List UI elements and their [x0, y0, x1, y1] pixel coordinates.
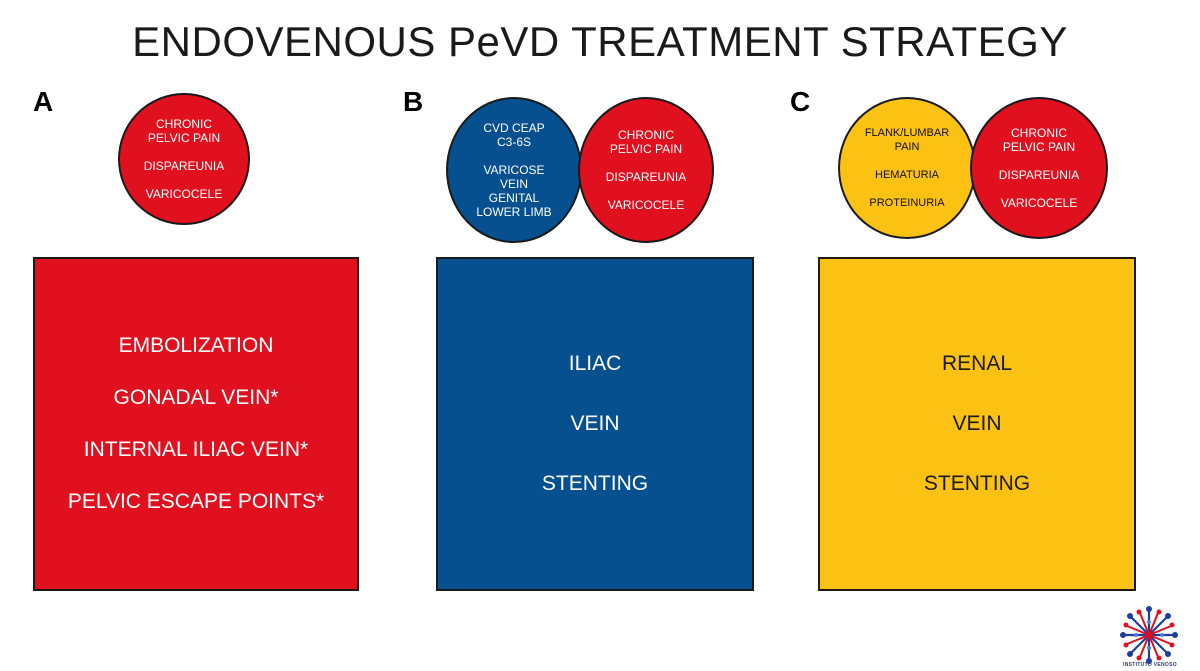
page-title: ENDOVENOUS PeVD TREATMENT STRATEGY [132, 18, 1068, 65]
panel-c-left-line-3: HEMATURIA [875, 169, 939, 181]
panel-c-left-line-1: FLANK/LUMBAR [864, 127, 950, 139]
panel-c-treatment-box: RENAL VEIN STENTING [818, 257, 1136, 591]
panel-a-treatment-box: EMBOLIZATION GONADAL VEIN* INTERNAL ILIA… [33, 257, 359, 591]
panel-a-box-item-2: GONADAL VEIN* [113, 386, 279, 409]
panel-c-renal-circle: FLANK/LUMBAR PAIN HEMATURIA PROTEINURIA [838, 97, 976, 239]
panel-a-circle-line-2: PELVIC PAIN [147, 131, 221, 145]
panel-b-left-line-1: CVD CEAP [483, 121, 545, 135]
panel-b-right-line-4: VARICOCELE [607, 198, 685, 212]
panel-c-right-line-3: DISPAREUNIA [998, 168, 1080, 182]
panel-b-cvd-circle: CVD CEAP C3-6S VARICOSE VEIN GENITAL LOW… [446, 97, 582, 243]
panel-c-box-item-2: VEIN [952, 412, 1002, 435]
panel-b-box-item-3: STENTING [541, 472, 649, 495]
panel-c-right-line-4: VARICOCELE [1000, 196, 1078, 210]
panel-c-left-line-4: PROTEINURIA [869, 197, 945, 209]
panel-b-left-line-4: VEIN [499, 177, 528, 191]
panel-c-left-line-2: PAIN [894, 141, 920, 153]
panel-c-box-item-3: STENTING [923, 472, 1031, 495]
panel-b-left-line-6: LOWER LIMB [476, 205, 552, 219]
panel-a-box-item-1: EMBOLIZATION [118, 334, 274, 357]
panel-c-right-line-2: PELVIC PAIN [1002, 140, 1076, 154]
panel-a-symptoms-circle: CHRONIC PELVIC PAIN DISPAREUNIA VARICOCE… [118, 93, 250, 225]
panel-c-pelvic-circle: CHRONIC PELVIC PAIN DISPAREUNIA VARICOCE… [970, 97, 1108, 239]
panel-b-left-line-3: VARICOSE [483, 163, 545, 177]
panel-b-treatment-box: ILIAC VEIN STENTING [436, 257, 754, 591]
panel-b-right-line-2: PELVIC PAIN [609, 142, 683, 156]
panel-b-right-line-3: DISPAREUNIA [605, 170, 687, 184]
panel-a-circle-line-4: VARICOCELE [145, 187, 223, 201]
panel-a-circle-line-3: DISPAREUNIA [143, 159, 225, 173]
panel-b-box-item-1: ILIAC [568, 352, 622, 375]
panel-a-box-item-3: INTERNAL ILIAC VEIN* [83, 438, 309, 461]
network-dots-logo-icon [1120, 606, 1178, 664]
logo-text: INSTITUTO VENOSO [1123, 662, 1177, 668]
panel-c-box-item-1: RENAL [941, 352, 1013, 375]
panel-c-letter: C [790, 86, 811, 117]
panel-b-left-line-5: GENITAL [488, 191, 540, 205]
panel-b-right-line-1: CHRONIC [618, 128, 674, 142]
panel-a-box-item-4: PELVIC ESCAPE POINTS* [67, 490, 325, 513]
panel-b-left-line-2: C3-6S [496, 135, 531, 149]
panel-b-letter: B [403, 86, 424, 117]
panel-a-circle-line-1: CHRONIC [156, 117, 212, 131]
panel-a-letter: A [33, 86, 54, 117]
panel-b-pelvic-circle: CHRONIC PELVIC PAIN DISPAREUNIA VARICOCE… [578, 97, 714, 243]
panel-c-right-line-1: CHRONIC [1011, 126, 1067, 140]
panel-b-box-item-2: VEIN [570, 412, 620, 435]
